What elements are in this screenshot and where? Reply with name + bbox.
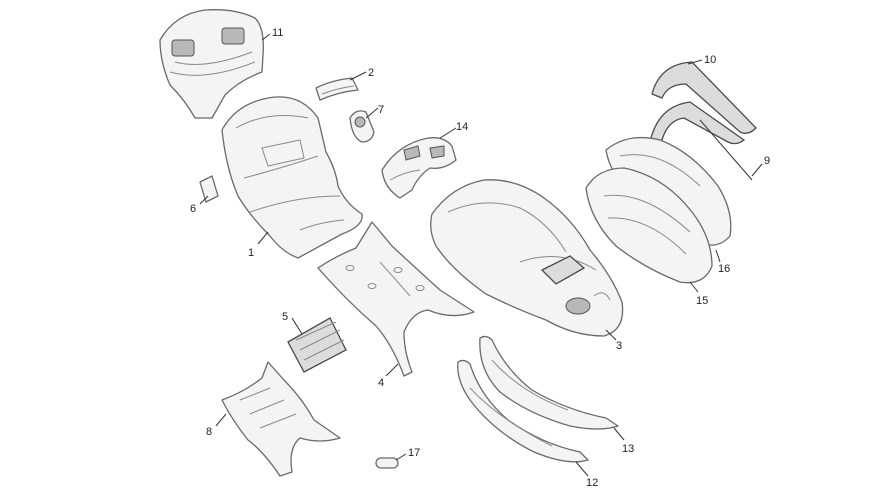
- callout-12: 12: [586, 477, 598, 489]
- callout-1: 1: [248, 247, 254, 259]
- part-17-pad: [375, 457, 399, 469]
- leader-lines: [199, 33, 763, 477]
- part-15-side-panel: [585, 167, 713, 284]
- part-3-seat-body: [430, 179, 624, 337]
- callout-9: 9: [764, 155, 770, 167]
- callout-8: 8: [206, 426, 212, 438]
- callout-13: 13: [622, 443, 634, 455]
- callout-10: 10: [704, 54, 716, 66]
- callout-6: 6: [190, 203, 196, 215]
- part-2-trim: [315, 77, 359, 101]
- part-4-floor-panel: [317, 221, 475, 377]
- callout-2: 2: [368, 67, 374, 79]
- callout-14: 14: [456, 121, 468, 133]
- callout-labels: 1 2 3 4 5 6 7 8 9 10 11 12 13 14 15 16 1…: [190, 27, 770, 489]
- part-10-decal: [649, 61, 757, 145]
- part-9-rod: [699, 119, 753, 181]
- part-14-bracket: [381, 137, 457, 199]
- part-1-leg-shield: [221, 96, 363, 259]
- part-7-ignition-cover: [349, 110, 375, 143]
- part-8-floor-mat: [221, 361, 341, 477]
- callout-15: 15: [696, 295, 708, 307]
- callout-17: 17: [408, 447, 420, 459]
- callout-5: 5: [282, 311, 288, 323]
- part-11-front-cover: [159, 9, 264, 119]
- callout-11: 11: [272, 27, 283, 39]
- callout-7: 7: [378, 104, 384, 116]
- part-13-side-skirt: [479, 335, 619, 430]
- part-5-grille: [287, 317, 347, 373]
- callout-16: 16: [718, 263, 730, 275]
- callout-4: 4: [378, 377, 384, 389]
- part-12-lower-skirt: [457, 359, 589, 463]
- part-6-clip: [199, 175, 219, 203]
- callout-3: 3: [616, 340, 622, 352]
